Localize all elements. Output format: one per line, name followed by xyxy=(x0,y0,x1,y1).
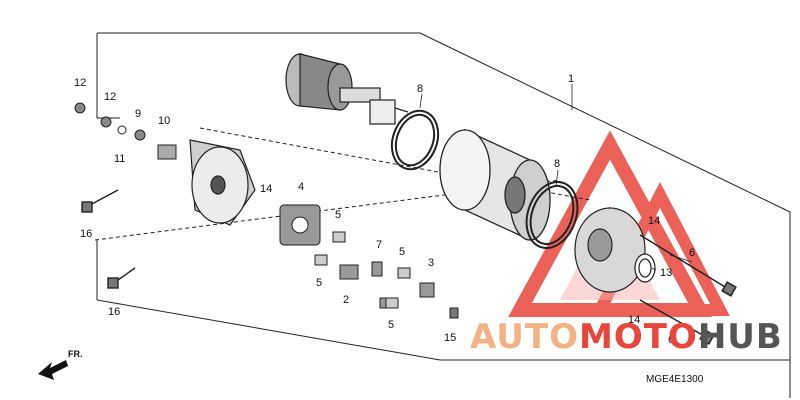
callout-14a: 14 xyxy=(260,183,272,195)
callout-3: 3 xyxy=(428,257,434,269)
armature xyxy=(285,53,409,125)
springs-and-brushes xyxy=(314,231,459,319)
callout-9: 9 xyxy=(135,108,141,120)
callout-7: 7 xyxy=(376,239,382,251)
callout-10: 10 xyxy=(158,115,170,127)
callout-8b: 8 xyxy=(554,158,560,170)
rear-cover xyxy=(189,139,256,226)
callout-6b: 6 xyxy=(668,334,674,346)
callout-1: 1 xyxy=(568,73,574,85)
front-direction-arrow: FR. xyxy=(38,349,83,380)
o-ring-lower xyxy=(525,181,579,249)
watermark-hub: HUB xyxy=(698,317,783,357)
watermark-auto: AUTO xyxy=(470,317,579,357)
diagram-code: MGE4E1300 xyxy=(646,374,704,385)
callout-16a: 16 xyxy=(80,228,92,240)
callout-11: 11 xyxy=(114,153,125,165)
callout-numbers: 1 2 3 4 5 5 5 5 6 6 7 8 8 9 10 11 12 12 … xyxy=(74,73,695,346)
through-bolts xyxy=(639,234,737,345)
callout-2: 2 xyxy=(343,294,349,306)
callout-4: 4 xyxy=(298,181,304,193)
watermark-text: AUTOMOTOHUB xyxy=(470,317,783,357)
watermark-moto: MOTO xyxy=(579,317,698,357)
front-label: FR. xyxy=(68,349,83,359)
callout-6a: 6 xyxy=(689,247,695,259)
callout-13: 13 xyxy=(660,267,672,279)
callout-14c: 14 xyxy=(628,314,640,326)
callout-12b: 12 xyxy=(104,91,116,103)
callout-5c: 5 xyxy=(399,246,405,258)
callout-5b: 5 xyxy=(316,277,322,289)
callout-16b: 16 xyxy=(108,306,120,318)
callout-12a: 12 xyxy=(74,77,86,89)
front-cover xyxy=(574,207,656,293)
callout-15: 15 xyxy=(444,332,456,344)
leader-lines xyxy=(419,84,693,271)
motor-yoke xyxy=(439,128,551,242)
terminal-hardware xyxy=(74,102,177,160)
callout-14b: 14 xyxy=(648,215,660,227)
callout-5a: 5 xyxy=(335,209,341,221)
brush-holder xyxy=(279,204,321,246)
callout-8a: 8 xyxy=(417,83,423,95)
callout-5d: 5 xyxy=(388,319,394,331)
svg-text:AUTOMOTOHUB: AUTOMOTOHUB xyxy=(470,317,783,357)
o-ring-upper xyxy=(390,109,440,171)
rear-cover-bolts xyxy=(81,189,136,289)
